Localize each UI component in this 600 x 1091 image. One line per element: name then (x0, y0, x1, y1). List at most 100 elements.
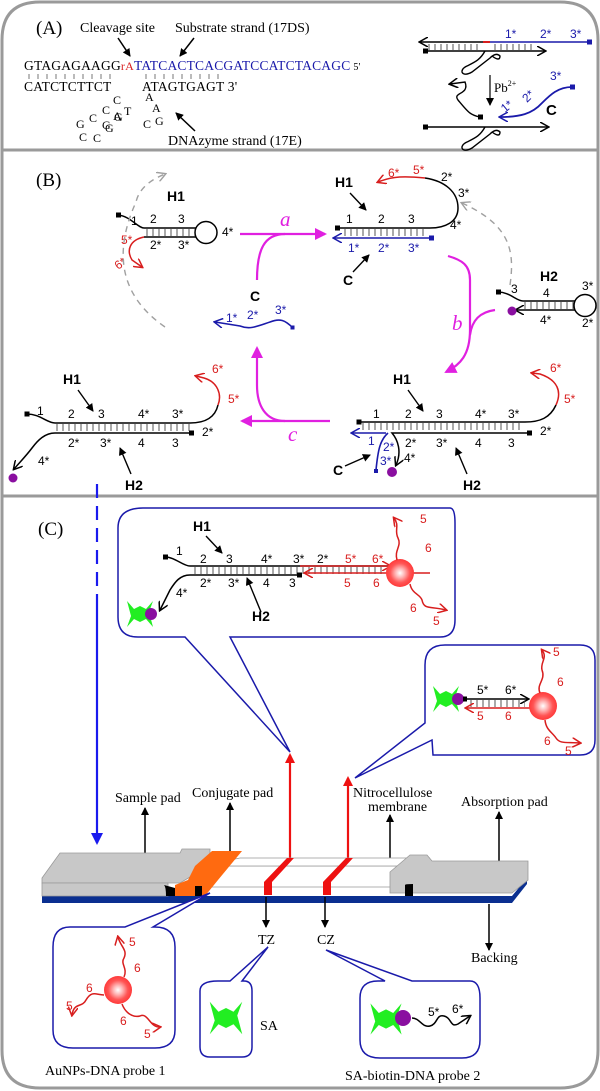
svg-text:5*: 5* (564, 392, 576, 406)
svg-text:3*: 3* (178, 238, 190, 252)
strand-c-label: C (546, 102, 557, 119)
svg-text:2: 2 (200, 552, 207, 566)
svg-text:3*: 3* (228, 576, 240, 590)
panel-c-frame (0, 496, 600, 1090)
seq-5prime: 5' (353, 62, 360, 73)
svg-text:G: G (76, 117, 85, 131)
svg-text:2*: 2* (68, 436, 80, 450)
svg-text:2*: 2* (150, 238, 162, 252)
svg-text:6: 6 (120, 1014, 127, 1028)
svg-text:3: 3 (511, 282, 518, 296)
svg-text:5: 5 (477, 709, 484, 723)
svg-text:6*: 6* (388, 166, 400, 180)
test-zone-line[interactable] (264, 858, 294, 895)
cz-label: CZ (317, 933, 335, 948)
svg-text:5*: 5* (477, 683, 489, 697)
svg-text:1: 1 (346, 212, 353, 226)
svg-text:2*: 2* (378, 241, 390, 255)
svg-text:2*: 2* (383, 440, 395, 454)
svg-text:C: C (93, 131, 101, 145)
svg-text:C: C (79, 130, 87, 144)
cleavage-site-label: Cleavage site (80, 21, 155, 36)
svg-text:5: 5 (344, 576, 351, 590)
svg-text:3*: 3* (100, 436, 112, 450)
callout-probe-1: 5 6 6 5 6 5 (52, 892, 211, 1049)
svg-text:6: 6 (373, 576, 380, 590)
svg-text:2*: 2* (582, 316, 594, 330)
cleavage-arrow (117, 37, 131, 57)
svg-text:2*: 2* (317, 552, 329, 566)
lateral-flow-strip[interactable] (41, 848, 529, 903)
svg-text:6*: 6* (212, 362, 224, 376)
panel-b-frame (0, 148, 600, 498)
svg-text:A: A (113, 109, 122, 123)
backing-layer (42, 878, 527, 903)
svg-text:2*: 2* (441, 170, 453, 184)
svg-text:1: 1 (368, 434, 375, 448)
seq-blue: TATCACTCACGATCCATCTACAGC (134, 58, 350, 73)
svg-text:4: 4 (263, 576, 270, 590)
svg-text:5: 5 (66, 999, 73, 1013)
svg-text:5: 5 (433, 614, 440, 628)
svg-text:2*: 2* (540, 424, 552, 438)
svg-text:6: 6 (425, 541, 432, 555)
step-b-arrow: b (444, 254, 496, 373)
svg-text:C: C (102, 103, 110, 117)
h1-c-complex: H1 1 2 3 1* 2* 3* 2* 3* 4* 6* 5* C (334, 163, 470, 288)
svg-text:1: 1 (176, 544, 183, 558)
catalytic-loop: C C G T A A G C C G A G C C G (76, 90, 164, 145)
svg-text:3*: 3* (172, 407, 184, 421)
svg-text:3*: 3* (570, 27, 582, 41)
svg-text:5*: 5* (413, 163, 425, 177)
cleavage-schematic: 1* 2* 3* (420, 27, 592, 75)
step-a-arrow: a (240, 207, 327, 281)
absorption-pad[interactable] (389, 854, 529, 894)
dnazyme-strand-label: DNAzyme strand (17E) (168, 134, 302, 149)
svg-text:5*: 5* (121, 233, 133, 247)
svg-text:c: c (288, 422, 298, 446)
svg-text:3: 3 (178, 212, 185, 226)
svg-text:3: 3 (436, 407, 443, 421)
svg-text:3*: 3* (408, 241, 420, 255)
svg-text:1*: 1* (498, 97, 516, 115)
seq-black: GTAGAGAAGG (24, 58, 121, 73)
nitrocellulose-label-2: membrane (368, 800, 427, 815)
svg-text:2*: 2* (200, 576, 212, 590)
svg-text:5: 5 (129, 935, 136, 949)
svg-text:C: C (143, 117, 151, 131)
svg-text:2: 2 (405, 407, 412, 421)
svg-text:5: 5 (420, 512, 427, 526)
svg-text:3: 3 (408, 212, 415, 226)
svg-text:H1: H1 (335, 174, 353, 190)
svg-text:2: 2 (150, 212, 157, 226)
svg-text:2*: 2* (519, 87, 537, 105)
panel-a-frame (0, 0, 600, 152)
callout-sa (199, 946, 269, 1058)
svg-text:3*: 3* (508, 407, 520, 421)
svg-text:6: 6 (544, 734, 551, 748)
svg-text:6: 6 (410, 601, 417, 615)
callout-test-zone-complex: H1 1 2 3 4* 3* 2* 5* 6* 2* 3* 4 3 5 6 4*… (117, 507, 456, 753)
svg-text:4: 4 (138, 436, 145, 450)
svg-text:6*: 6* (452, 1002, 464, 1016)
sa-caption: SA (260, 1019, 279, 1034)
pb-label: Pb2+ (494, 79, 517, 95)
svg-text:T: T (124, 104, 132, 118)
conjugate-pad[interactable] (188, 851, 242, 880)
svg-text:1: 1 (37, 404, 44, 418)
step-c-arrow: c (240, 346, 330, 446)
svg-text:6: 6 (134, 961, 141, 975)
svg-text:4*: 4* (222, 225, 234, 239)
svg-text:3*: 3* (436, 436, 448, 450)
control-zone-line[interactable] (323, 858, 353, 895)
seq-ra: rA (121, 59, 134, 73)
conjugate-pad-label: Conjugate pad (192, 786, 273, 801)
base-pair-ticks (28, 74, 219, 79)
probe-1-caption: AuNPs-DNA probe 1 (45, 1064, 166, 1079)
svg-text:5*: 5* (428, 1005, 440, 1019)
svg-text:2*: 2* (405, 436, 417, 450)
probe-2-caption: SA-biotin-DNA probe 2 (345, 1069, 480, 1084)
sample-pad[interactable] (41, 848, 211, 884)
